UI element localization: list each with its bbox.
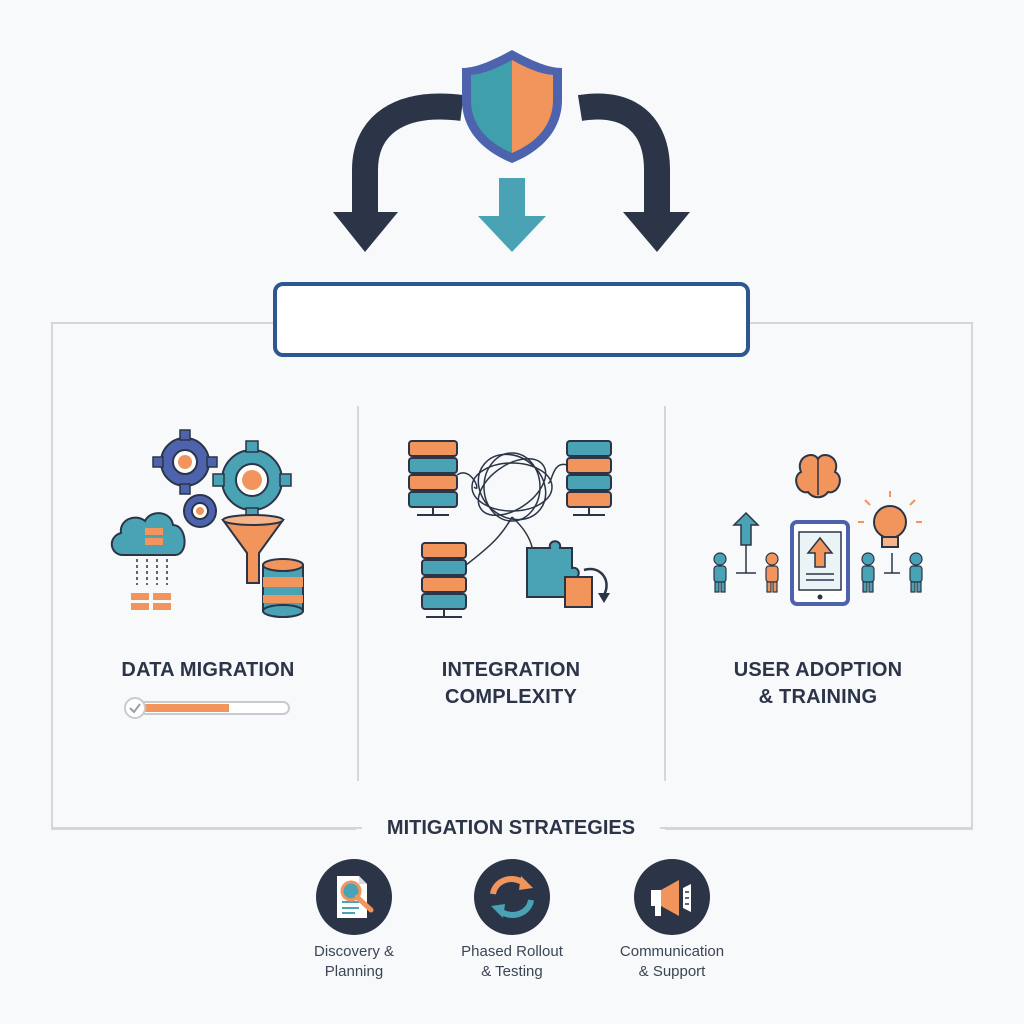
- mitigation-label-line: & Support: [638, 963, 706, 980]
- user-adoption-icon: [713, 454, 923, 606]
- column-title-user-adoption: USER ADOPTION & TRAINING: [665, 657, 971, 711]
- funnel-icon: [221, 514, 285, 584]
- mitigation-label-line: Communication: [619, 943, 725, 960]
- cycle-arrows-icon: [474, 859, 550, 935]
- integration-icon: [408, 440, 612, 618]
- server-icon: [421, 542, 467, 618]
- left-arrowhead-icon: [333, 212, 398, 252]
- gear-icon: [152, 429, 218, 495]
- cloud-icon: [110, 512, 186, 610]
- shield-arrows-graphic: [333, 50, 690, 252]
- server-icon: [566, 440, 612, 516]
- person-icon: [909, 552, 923, 593]
- column-title-line: COMPLEXITY: [444, 686, 577, 708]
- column-title-line: USER ADOPTION: [733, 659, 903, 681]
- progress-fill: [139, 704, 229, 712]
- server-icon: [408, 440, 458, 516]
- panel-top-border: [748, 322, 973, 324]
- tablet-icon: [790, 520, 850, 606]
- mitigation-label-phased-rollout: Phased Rollout & Testing: [432, 942, 592, 982]
- puzzle-piece-icon: [526, 540, 593, 608]
- document-search-icon: [316, 859, 392, 935]
- data-migration-icon: [110, 429, 304, 618]
- column-divider: [664, 406, 666, 781]
- left-curved-arrow-icon: [352, 93, 464, 212]
- migration-progress-bar: [124, 697, 290, 719]
- brain-icon: [795, 454, 841, 499]
- refresh-arrow-icon: [583, 567, 608, 596]
- shield-icon: [462, 50, 562, 163]
- mitigation-label-line: & Testing: [481, 963, 543, 980]
- column-title-line: DATA MIGRATION: [121, 659, 295, 681]
- mitigation-label-discovery: Discovery & Planning: [274, 942, 434, 982]
- section-divider: [665, 828, 973, 830]
- person-icon: [861, 552, 875, 593]
- mitigation-label-line: Phased Rollout: [461, 943, 563, 960]
- mitigation-label-communication: Communication & Support: [592, 942, 752, 982]
- column-title-integration: INTEGRATION COMPLEXITY: [358, 657, 664, 711]
- center-down-arrow-icon: [478, 178, 546, 252]
- database-icon: [262, 558, 304, 618]
- gear-icon: [183, 494, 217, 528]
- section-divider: [51, 828, 356, 830]
- check-icon: [124, 697, 146, 719]
- right-arrowhead-icon: [623, 212, 690, 252]
- gear-icon: [212, 440, 292, 520]
- column-divider: [357, 406, 359, 781]
- panel-top-border: [51, 322, 275, 324]
- lightbulb-icon: [858, 491, 922, 548]
- column-title-line: & TRAINING: [758, 686, 878, 708]
- mitigation-label-line: Discovery &: [313, 943, 395, 960]
- tangled-connections-icon: [456, 452, 568, 566]
- up-arrow-icon: [732, 511, 760, 574]
- person-icon: [765, 552, 779, 593]
- megaphone-icon: [634, 859, 710, 935]
- person-icon: [713, 552, 727, 593]
- title-box: [273, 282, 750, 357]
- column-title-line: INTEGRATION: [441, 659, 581, 681]
- mitigation-label-line: Planning: [324, 963, 384, 980]
- mitigation-title: MITIGATION STRATEGIES: [362, 817, 660, 840]
- right-curved-arrow-icon: [577, 93, 670, 212]
- column-title-data-migration: DATA MIGRATION: [55, 657, 361, 684]
